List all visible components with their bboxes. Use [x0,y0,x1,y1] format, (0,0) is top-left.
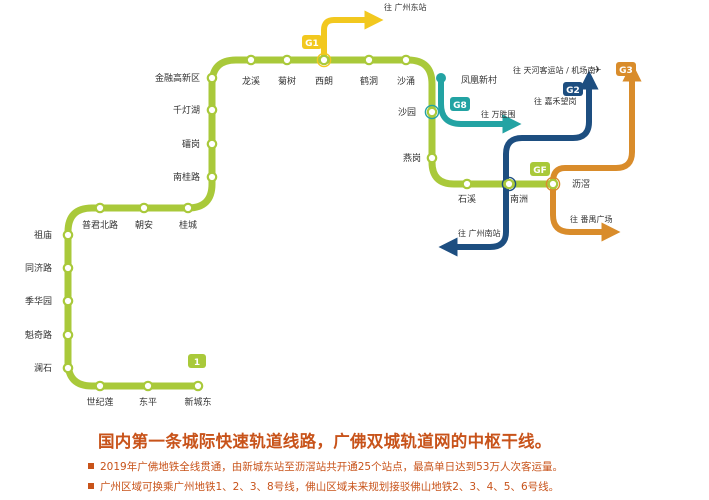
g3-line [550,77,635,242]
station-label-chaoan: 朝安 [135,219,153,231]
g2-badge-label: G2 [566,86,580,96]
station-dot-hedong [363,54,375,66]
station-dot-shayong [400,54,412,66]
station-label-shixi: 石溪 [458,193,476,205]
station-dot-zumiao [62,229,74,241]
station-dot-lijiao [547,178,559,190]
station-label-yangang: 燕岗 [403,152,421,164]
station-label-lanshi: 澜石 [34,363,52,374]
note-bullet-icon [88,463,94,469]
station-label-pujunbeilu: 普君北路 [82,219,118,231]
station-label-hedong: 鹤洞 [360,75,378,87]
station-dot-pujunbeilu [94,202,106,214]
station-label-kuiqilu: 魁奇路 [25,329,52,341]
station-dot-leigang [206,138,218,150]
g1-direction-label: 往 广州东站 [384,2,427,12]
g2-south-direction-label: 往 广州南站 [458,228,501,238]
line1-stations: 新城东 东平 世纪莲 澜石 魁奇路 季华园 同济路 祖庙 普君北路 朝安 桂城 南桂路 礌岗 千灯湖 金融高… [25,52,590,408]
station-label-longxi: 龙溪 [242,75,260,87]
station-dot-chaoan [138,202,150,214]
g1-badge-label: G1 [305,39,319,49]
g8-badge-label: G8 [453,101,467,111]
gf-badge-label: GF [533,166,547,176]
g8-fenghuangxincun-label: 凤凰新村 [461,74,497,86]
station-label-jinronggaoxinqu: 金融高新区 [155,72,200,84]
line1-badge [188,354,206,368]
station-label-guicheng: 桂城 [179,219,197,231]
station-label-tongjilu: 同济路 [25,262,52,274]
station-dot-shayuan [426,106,438,118]
station-dot-yangang [426,152,438,164]
g3-south-direction-label: 往 番禺广场 [570,214,613,224]
station-label-jihuayuan: 季华园 [25,295,52,307]
station-dot-xilang [318,54,330,66]
g3-north-direction-label: 往 天河客运站 / 机场南 [513,65,595,75]
caption-note-1: 2019年广佛地铁全线贯通，由新城东站至沥滘站共开通25个站点，最高单日达到53… [88,459,563,474]
interchange-ring-lijiao [545,176,561,192]
g8-line [438,77,522,134]
g1-line [321,10,384,63]
g8-badge [450,97,470,111]
station-dot-shixi [461,178,473,190]
gf-badge [530,162,550,176]
station-label-jushu: 菊树 [278,75,296,87]
station-dot-jihuayuan [62,295,74,307]
station-label-xilang: 西朗 [315,75,333,87]
g8-terminus-dot [436,73,446,83]
g1-badge [302,35,322,49]
note-bullet-icon [88,483,94,489]
station-label-zumiao: 祖庙 [34,229,52,241]
g8-direction-label: 往 万胜围 [481,109,516,119]
g2-line [438,85,592,257]
station-dot-jushu [281,54,293,66]
station-dot-tongjilu [62,262,74,274]
interchange-ring-shayuan [424,104,440,120]
station-label-lijiao: 沥滘 [572,179,590,190]
airplane-icon: ✈ [593,65,601,76]
station-dot-jinronggaoxinqu [206,72,218,84]
station-dot-dongping [142,380,154,392]
line1-badge-label: 1 [194,358,200,368]
station-label-nanguilu: 南桂路 [173,171,200,183]
caption-note-2-text: 广州区域可换乘广州地铁1、2、3、8号线，佛山区域未来规划接驳佛山地铁2、3、4… [100,481,560,493]
g2-north-direction-label: 往 嘉禾望岗 [534,96,577,106]
caption-note-1-text: 2019年广佛地铁全线贯通，由新城东站至沥滘站共开通25个站点，最高单日达到53… [100,461,563,473]
g3-badge [616,62,636,76]
line1-track [64,56,554,390]
station-dot-qiandenghu [206,104,218,116]
station-label-shijilian: 世纪莲 [86,396,113,408]
station-label-xinchengdong: 新城东 [184,396,211,408]
station-dot-kuiqilu [62,329,74,341]
g3-badge-label: G3 [619,66,633,76]
station-dot-nanguilu [206,171,218,183]
station-dot-lanshi [62,362,74,374]
station-dot-longxi [245,54,257,66]
station-label-shayong: 沙涌 [397,76,415,87]
station-label-qiandenghu: 千灯湖 [173,105,200,116]
station-dot-xinchengdong [192,380,204,392]
station-label-nanzhou: 南洲 [510,193,528,205]
metro-map: 1 G1 G8 G2 G3 GF 往 广州东站 往 万胜围 往 天河客运站 / … [25,2,642,408]
station-label-shayuan: 沙园 [398,107,416,118]
g2-badge [563,82,583,96]
caption-note-2: 广州区域可换乘广州地铁1、2、3、8号线，佛山区域未来规划接驳佛山地铁2、3、4… [88,479,559,494]
station-label-leigang: 礌岗 [182,139,200,150]
station-dot-shijilian [94,380,106,392]
station-label-dongping: 东平 [139,396,157,408]
caption-headline: 国内第一条城际快速轨道线路，广佛双城轨道网的中枢干线。 [98,432,552,451]
station-dot-guicheng [182,202,194,214]
station-dot-nanzhou [503,178,515,190]
interchange-ring-nanzhou [501,176,517,192]
interchange-ring-xilang [316,52,332,68]
